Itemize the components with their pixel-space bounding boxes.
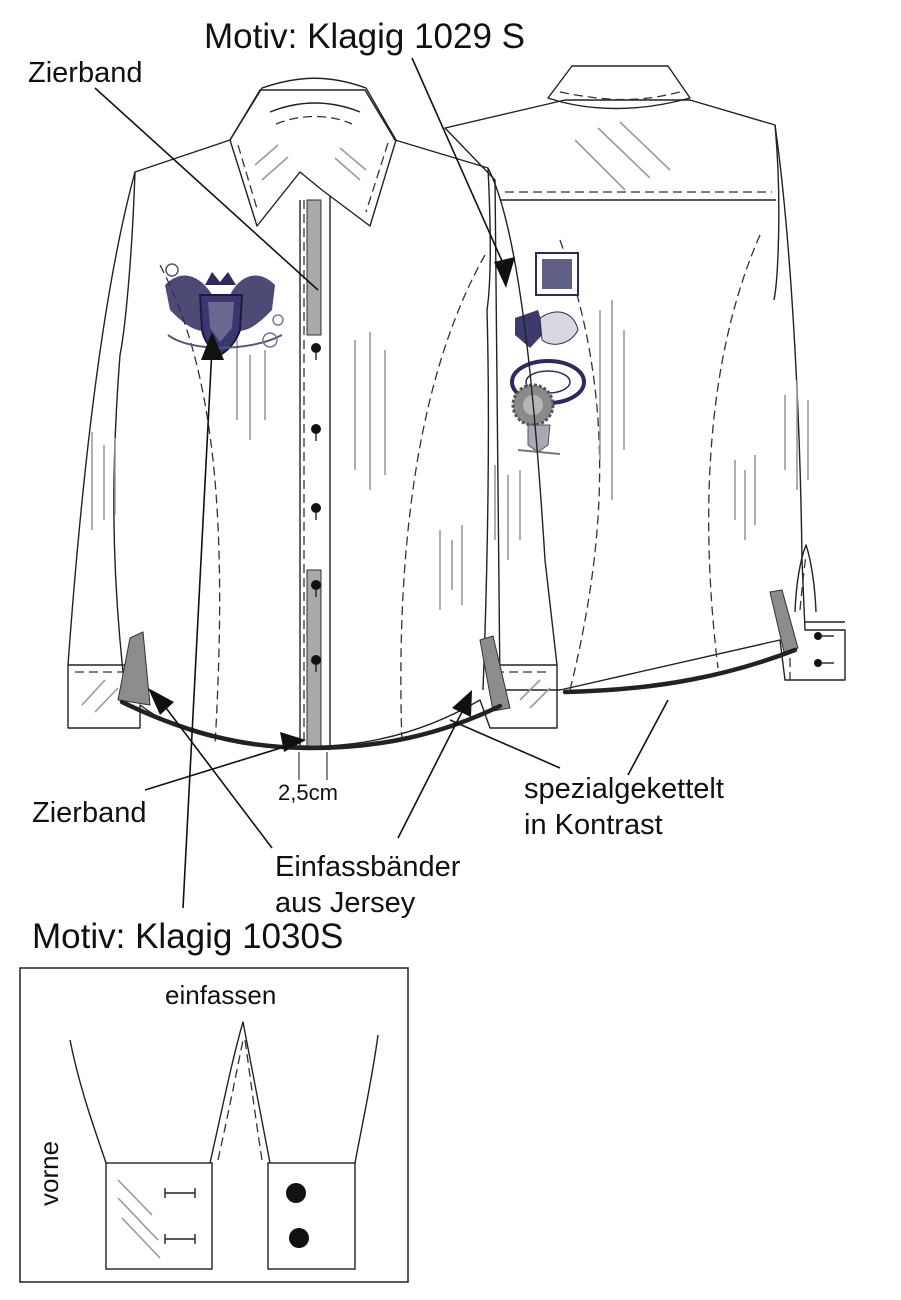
- front-hem-chainstitch: [119, 699, 503, 751]
- back-collar: [547, 65, 691, 110]
- back-cuff-button: [814, 632, 822, 640]
- motif-back-label: Motiv: Klagig 1029 S: [204, 17, 525, 56]
- chain-stitch-label-line2: in Kontrast: [524, 809, 663, 841]
- cuff-detail-box: einfassen vorne: [19, 967, 409, 1283]
- zierband-top-label: Zierband: [28, 57, 142, 89]
- back-hem-chainstitch: [562, 647, 798, 695]
- motif-front-label: Motiv: Klagig 1030S: [32, 917, 343, 956]
- callout-leaders: [94, 57, 669, 909]
- detail-cuff-left: [105, 1162, 213, 1270]
- detail-cuff-button: [286, 1183, 306, 1203]
- zierband-tape-upper: [306, 199, 322, 336]
- detail-cuff-right: [267, 1162, 356, 1270]
- front-collar: [229, 77, 397, 227]
- back-sleeve-placket: [794, 544, 817, 613]
- binding-left: [117, 631, 151, 706]
- detail-side-label: vorne: [34, 1141, 64, 1206]
- back-shading: [574, 121, 809, 540]
- detail-buttonhole: [164, 1234, 196, 1244]
- detail-cuff-button: [289, 1228, 309, 1248]
- front-buttons: [311, 343, 321, 672]
- detail-placket: [209, 1021, 271, 1164]
- back-motif-crest: [510, 252, 586, 455]
- binding-label-line2: aus Jersey: [275, 887, 416, 919]
- back-cuff-button: [814, 659, 822, 667]
- tape-width-label: 2,5cm: [278, 780, 338, 805]
- zierband-bottom-label: Zierband: [32, 797, 146, 829]
- chain-stitch-label-line1: spezialgekettelt: [524, 773, 724, 805]
- detail-title: einfassen: [165, 980, 276, 1010]
- shirt-front-view: [67, 77, 558, 751]
- binding-right: [479, 635, 511, 712]
- detail-buttonhole: [164, 1188, 196, 1198]
- shirt-back-view: [444, 65, 846, 695]
- front-motif-crest: [165, 263, 284, 357]
- binding-label-line1: Einfassbänder: [275, 851, 461, 883]
- front-shading: [81, 332, 551, 713]
